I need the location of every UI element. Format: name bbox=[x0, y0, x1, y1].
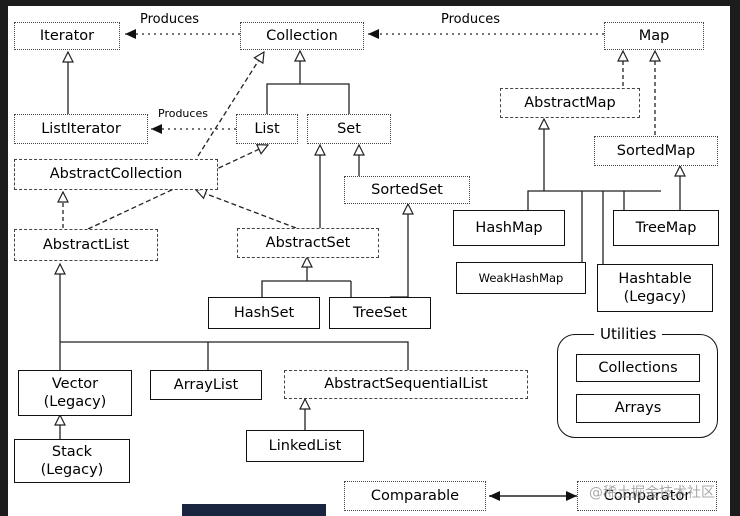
weakhashmap-node[interactable]: WeakHashMap bbox=[456, 262, 586, 294]
watermark: @稀土掘金技术社区 bbox=[589, 485, 715, 501]
iterator-node[interactable]: Iterator bbox=[14, 22, 120, 50]
sortedmap-node[interactable]: SortedMap bbox=[594, 136, 718, 166]
hashset-node[interactable]: HashSet bbox=[208, 297, 320, 329]
vector-node[interactable]: Vector (Legacy) bbox=[18, 370, 132, 416]
produces-label-right: Produces bbox=[441, 12, 501, 27]
hashtable-legacy-label: (Legacy) bbox=[623, 289, 687, 305]
set-node[interactable]: Set bbox=[307, 114, 391, 144]
abstractlist-node[interactable]: AbstractList bbox=[14, 229, 158, 261]
linkedlist-node[interactable]: LinkedList bbox=[246, 430, 364, 462]
abstractset-node[interactable]: AbstractSet bbox=[237, 228, 379, 258]
abstractcollection-node[interactable]: AbstractCollection bbox=[14, 159, 218, 190]
arrays-node[interactable]: Arrays bbox=[576, 394, 700, 423]
produces-label-left: Produces bbox=[140, 12, 200, 27]
treeset-node[interactable]: TreeSet bbox=[329, 297, 431, 329]
utilities-title: Utilities bbox=[594, 325, 663, 343]
comparator-node[interactable]: Comparator bbox=[577, 481, 717, 511]
vector-legacy-label: (Legacy) bbox=[43, 394, 107, 410]
hashmap-node[interactable]: HashMap bbox=[453, 210, 565, 246]
stack-node[interactable]: Stack (Legacy) bbox=[14, 439, 130, 483]
abstractmap-node[interactable]: AbstractMap bbox=[500, 88, 640, 118]
sortedset-node[interactable]: SortedSet bbox=[344, 176, 470, 204]
map-node[interactable]: Map bbox=[604, 22, 704, 50]
treemap-node[interactable]: TreeMap bbox=[613, 210, 719, 246]
collections-node[interactable]: Collections bbox=[576, 354, 700, 382]
hashtable-label: Hashtable bbox=[618, 270, 692, 287]
comparable-node[interactable]: Comparable bbox=[344, 481, 486, 511]
vector-label: Vector bbox=[51, 375, 99, 392]
taskbar-fragment bbox=[182, 504, 326, 516]
list-node[interactable]: List bbox=[236, 114, 298, 144]
stack-label: Stack bbox=[51, 443, 93, 460]
diagram-canvas: Produces Produces Produces Iterator Coll… bbox=[8, 6, 730, 516]
stack-legacy-label: (Legacy) bbox=[40, 462, 104, 478]
abstractsequentiallist-node[interactable]: AbstractSequentialList bbox=[284, 370, 528, 399]
arraylist-node[interactable]: ArrayList bbox=[150, 370, 262, 400]
listiterator-node[interactable]: ListIterator bbox=[14, 114, 148, 144]
hashtable-node[interactable]: Hashtable (Legacy) bbox=[597, 264, 713, 312]
produces-label-mid: Produces bbox=[158, 107, 208, 120]
collection-node[interactable]: Collection bbox=[240, 22, 364, 50]
